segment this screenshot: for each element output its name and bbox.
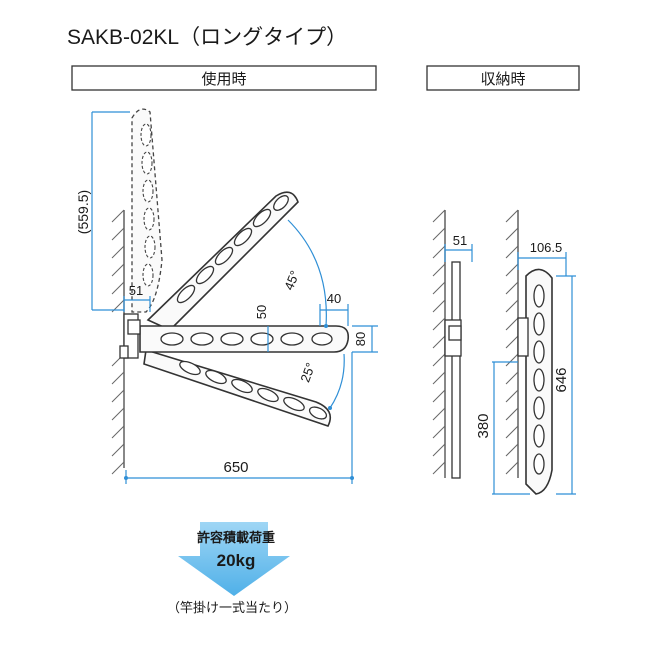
load-label: 許容積載荷重 — [197, 530, 275, 545]
arm-25-down — [143, 348, 332, 427]
wall-bracket-in-use — [119, 313, 141, 359]
dim-label-106: 106.5 — [530, 240, 563, 255]
arm-horizontal — [139, 325, 350, 353]
dim-label-646: 646 — [553, 367, 570, 392]
arm-45-up — [146, 191, 299, 331]
stored-arm-front — [517, 268, 553, 495]
dim-arm-height — [352, 325, 378, 353]
raised-arm-dashed — [131, 108, 163, 313]
dim-label-80: 80 — [353, 332, 368, 346]
stored-header-box — [426, 65, 580, 91]
wall-stored-1 — [432, 209, 446, 478]
dim-length — [124, 352, 354, 484]
dim-angle-arcs — [287, 219, 345, 410]
dim-label-50: 50 — [254, 305, 269, 319]
stored-arm-side — [444, 261, 462, 479]
dim-stored-depth — [517, 252, 567, 276]
dim-stored-lower — [492, 361, 530, 495]
dim-stored-height — [556, 275, 576, 495]
in-use-header-box — [71, 65, 377, 91]
in-use-label: 使用時 — [201, 71, 246, 88]
dim-label-45deg: 45° — [281, 268, 302, 292]
dim-tip — [319, 304, 349, 326]
load-arrow-icon — [178, 522, 290, 596]
dim-label-559: (559.5) — [75, 190, 91, 234]
dim-label-25deg: 25° — [297, 361, 318, 385]
dim-label-51: 51 — [129, 283, 143, 298]
wall-left — [111, 209, 125, 475]
dim-stored-bracket — [444, 244, 473, 262]
wall-stored-2 — [505, 209, 519, 478]
load-value: 20kg — [217, 551, 256, 570]
dim-height-raised — [91, 111, 130, 311]
load-note: （竿掛け一式当たり） — [167, 600, 297, 615]
dim-label-380: 380 — [475, 413, 492, 438]
page-title: SAKB-02KL（ロングタイプ） — [67, 26, 347, 49]
dim-bracket-width — [123, 296, 151, 312]
stored-label: 収納時 — [480, 71, 525, 88]
dim-label-40: 40 — [327, 291, 341, 306]
dim-label-650: 650 — [223, 459, 248, 476]
dim-label-stored-51: 51 — [453, 233, 467, 248]
